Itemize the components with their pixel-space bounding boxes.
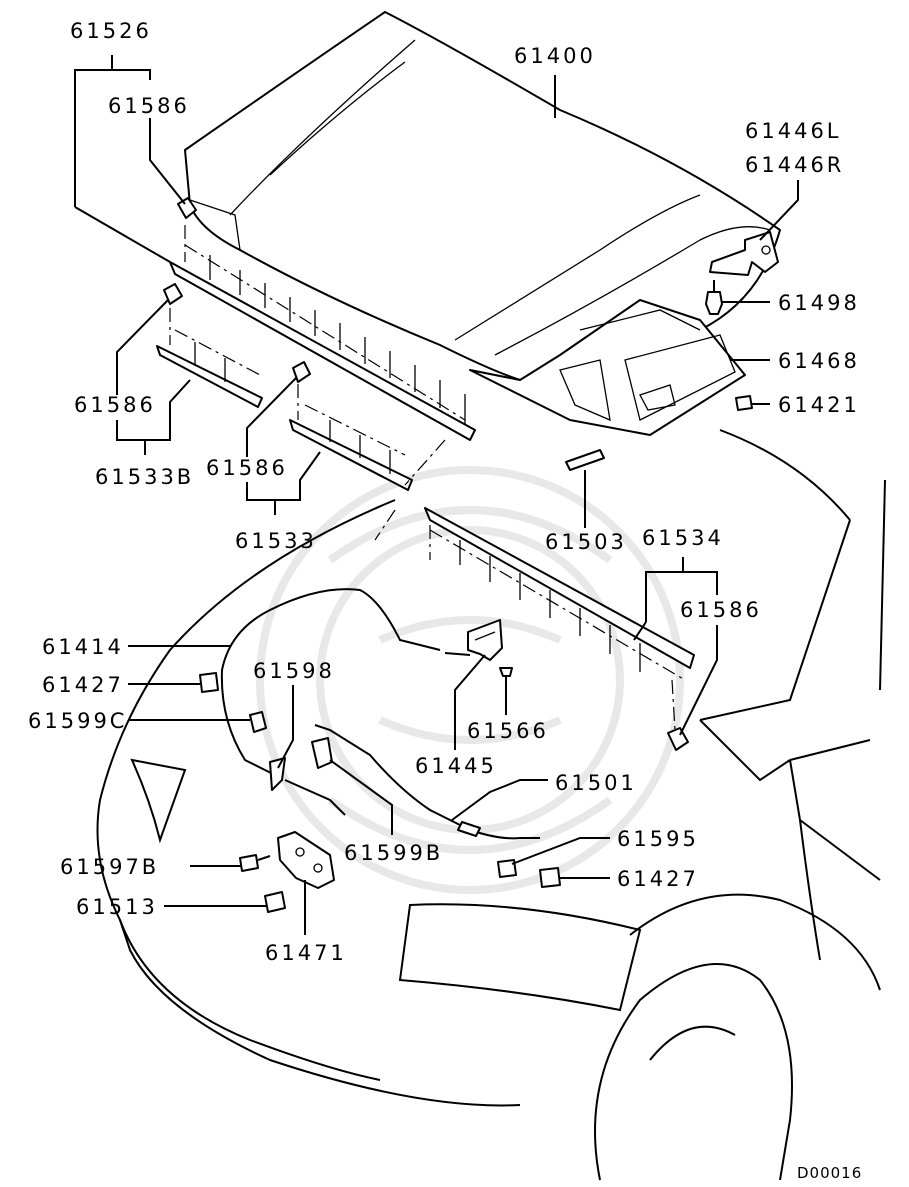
callout-61586-top: 61586 [108, 94, 190, 118]
clip-61586-b [163, 283, 183, 305]
callout-61586-left: 61586 [74, 393, 156, 417]
weatherstrip-61526 [169, 225, 476, 441]
label-61503 [565, 449, 605, 471]
bolt-61498 [705, 280, 723, 315]
clip-61599b [311, 737, 333, 769]
callout-61400: 61400 [514, 44, 596, 68]
grommet-61427-b [539, 867, 561, 888]
release-cable-61414 [220, 588, 471, 816]
clip-61586-d [667, 727, 689, 751]
callout-61586-mid: 61586 [206, 456, 288, 480]
vehicle-body-outline [96, 429, 886, 1181]
diagram-code: D00016 [797, 1164, 862, 1182]
screw-61566 [499, 667, 513, 682]
callout-61599c: 61599C [28, 709, 127, 733]
callout-61427-right: 61427 [617, 867, 699, 891]
clip-61586-c [292, 361, 311, 383]
release-lever-61445 [467, 619, 503, 661]
clip-61599c [249, 711, 267, 733]
clip-61598 [269, 757, 286, 791]
bumper-61513 [264, 891, 286, 913]
seal-61534 [424, 507, 695, 731]
callout-61468: 61468 [778, 349, 860, 373]
callout-61445: 61445 [415, 754, 497, 778]
callout-61597b: 61597B [60, 855, 159, 879]
callout-61498: 61498 [778, 291, 860, 315]
hood [184, 11, 781, 381]
callout-61595: 61595 [617, 827, 699, 851]
callout-61513: 61513 [76, 895, 158, 919]
clip-61586-a [177, 197, 197, 219]
callout-61533: 61533 [235, 529, 317, 553]
hood-inner-frame [469, 299, 746, 436]
seal-61533 [289, 384, 446, 541]
bolt-61597b [239, 854, 271, 872]
callout-61446r: 61446R [745, 153, 844, 177]
leader-lines [74, 55, 799, 935]
callout-61503: 61503 [545, 530, 627, 554]
callout-61421: 61421 [778, 393, 860, 417]
callout-61566: 61566 [467, 719, 549, 743]
callout-labels: 61526 61586 61400 61446L 61446R 61498 61… [28, 19, 862, 1182]
callout-61471: 61471 [265, 941, 347, 965]
callout-61598: 61598 [253, 659, 335, 683]
hood-hinge [709, 231, 779, 276]
callout-61526: 61526 [70, 19, 152, 43]
hood-bumper-61421 [735, 395, 753, 411]
grommet-61427-a [199, 672, 219, 693]
callout-61533b: 61533B [95, 465, 194, 489]
callout-61427-left: 61427 [42, 673, 124, 697]
callout-61599b: 61599B [344, 841, 443, 865]
seal-61533b [156, 308, 263, 408]
cable-61501 [314, 724, 540, 840]
callout-61414: 61414 [42, 635, 124, 659]
callout-61501: 61501 [555, 771, 637, 795]
hood-latch-61471 [277, 831, 335, 889]
grommet-61595 [497, 859, 517, 878]
callout-61586-right: 61586 [680, 598, 762, 622]
callout-61534: 61534 [642, 526, 724, 550]
callout-61446l: 61446L [745, 119, 842, 143]
